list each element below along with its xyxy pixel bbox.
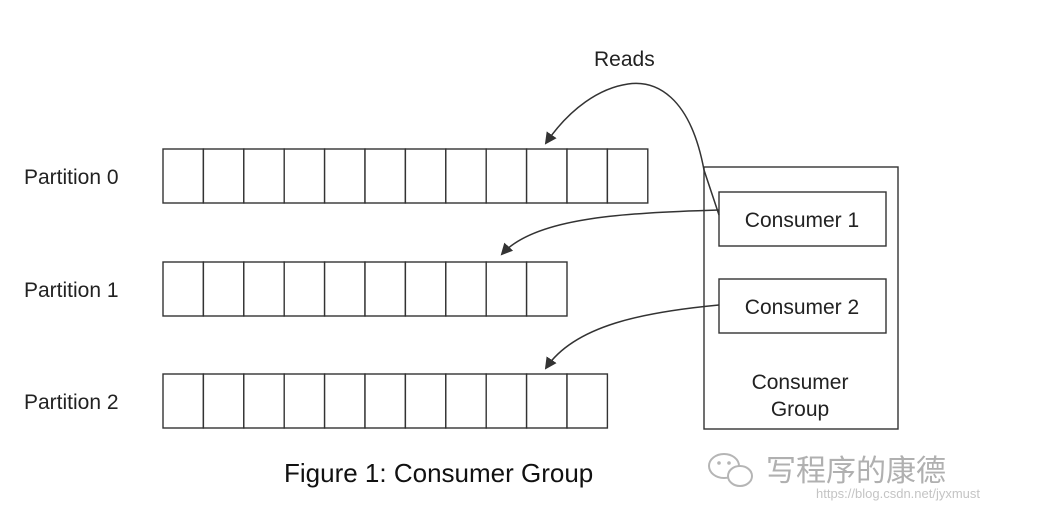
partition-1-cell [162, 261, 205, 317]
partition-1-cell [404, 261, 447, 317]
partition-0-cell [202, 148, 245, 204]
partition-0-cell [404, 148, 447, 204]
partition-0-cell [243, 148, 285, 204]
partition-0-label: Partition 0 [24, 166, 119, 189]
watermark-text: 写程序的康德 [766, 454, 946, 489]
consumer-1-to-partition-1-arrow [500, 209, 720, 256]
partition-0-cell [445, 148, 487, 204]
partition-0-cell [485, 148, 528, 204]
partition-2-cell [283, 373, 326, 429]
partition-1-cell [243, 261, 285, 317]
consumer-group-label-line2: Group [771, 398, 829, 421]
consumer-1-label: Consumer 1 [745, 209, 859, 232]
partition-2-cell [485, 373, 528, 429]
partition-0-cell [525, 148, 568, 204]
reads-label: Reads [594, 48, 655, 71]
consumer-2-to-partition-2-arrow [544, 304, 720, 370]
partition-1-cell [485, 261, 528, 317]
consumer-2-label: Consumer 2 [745, 296, 859, 319]
partition-2-cell [364, 373, 407, 429]
partition-1-label: Partition 1 [24, 279, 119, 302]
partition-0-cell [162, 148, 205, 204]
partition-0-cell [364, 148, 407, 204]
partition-1-cell [445, 261, 487, 317]
partition-1-cell [364, 261, 407, 317]
partition-1-cell [283, 261, 326, 317]
partition-0-cell [283, 148, 326, 204]
consumer-1-box [718, 191, 887, 247]
partition-2-cell [243, 373, 285, 429]
watermark-url: https://blog.csdn.net/jyxmust [816, 486, 980, 501]
partition-0-log [162, 148, 649, 204]
partition-2-log [162, 373, 609, 429]
partition-2-cell [162, 373, 205, 429]
partition-2-cell [202, 373, 245, 429]
consumer-2-box [718, 278, 887, 334]
figure-caption: Figure 1: Consumer Group [284, 458, 593, 488]
partition-2-cell [404, 373, 447, 429]
partition-0-cell [566, 148, 609, 204]
partition-2-label: Partition 2 [24, 391, 119, 414]
partition-1-cell [202, 261, 245, 317]
partition-2-cell [323, 373, 366, 429]
partition-0-cell [323, 148, 366, 204]
wechat-logo-icon [708, 453, 753, 487]
partition-1-log [162, 261, 568, 317]
partition-1-cell [323, 261, 366, 317]
partition-2-cell [566, 373, 609, 429]
consumer-group-label-line1: Consumer [752, 371, 849, 394]
partition-2-cell [525, 373, 568, 429]
partition-1-cell [525, 261, 568, 317]
partition-2-cell [445, 373, 487, 429]
partition-0-cell [606, 148, 649, 204]
reads-arrow-partition-0 [544, 82, 720, 216]
